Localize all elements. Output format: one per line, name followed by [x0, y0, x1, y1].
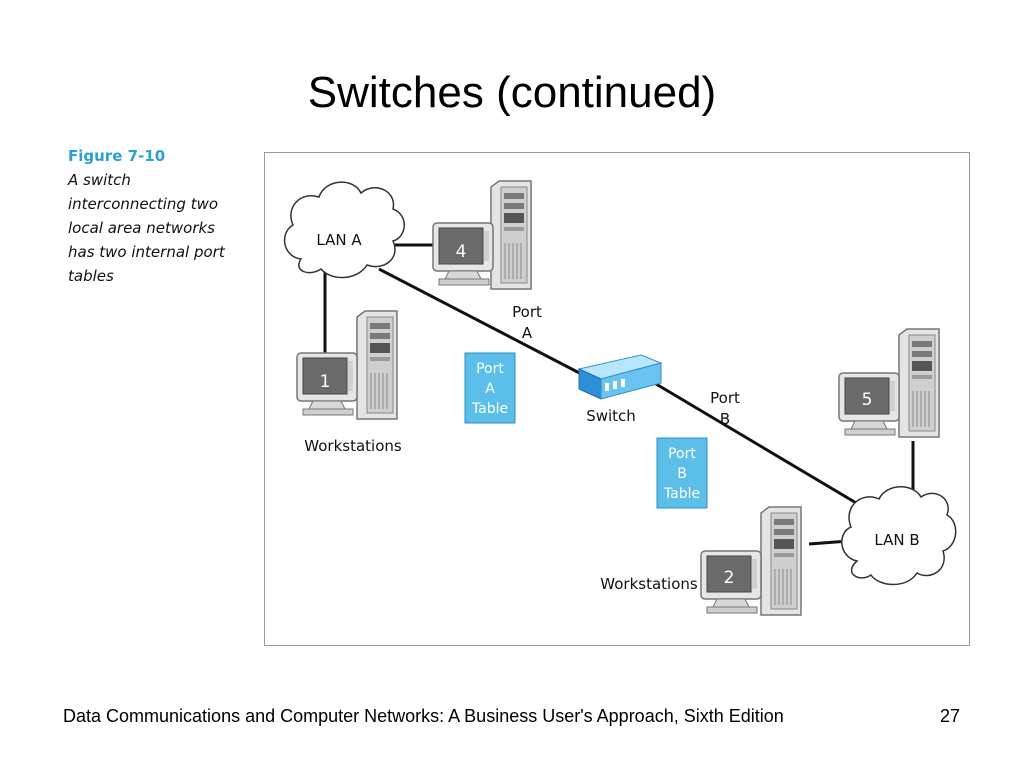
port-b-table-line: B — [677, 466, 687, 482]
port-a-table-line: A — [485, 381, 495, 397]
port-b-label-line: B — [720, 410, 730, 428]
caption-line: A switch — [68, 171, 131, 189]
figure-label: Figure 7-10 — [68, 147, 166, 165]
port-b-table-line: Table — [663, 486, 700, 502]
port-a-table-line: Table — [471, 401, 508, 417]
lan-a-cloud: LAN A — [283, 181, 405, 279]
port-b-table-line: Port — [668, 446, 696, 462]
workstations-right-label: Workstations — [600, 575, 698, 593]
slide-title: Switches (continued) — [307, 68, 717, 117]
switch-device: Switch — [577, 354, 663, 425]
port-b-table: Port B Table — [656, 437, 708, 509]
station-number-5: 5 — [862, 390, 873, 410]
port-a-label-line: Port — [512, 303, 542, 321]
station-number-2: 2 — [724, 568, 735, 588]
port-a-label-line: A — [522, 324, 533, 342]
link-lan-a-switch — [378, 267, 592, 381]
station-number-1: 1 — [320, 372, 331, 392]
network-diagram-svg: LAN A LAN B 4 1 Workstations 5 — [283, 180, 957, 616]
caption-line: interconnecting two — [68, 195, 219, 213]
network-diagram: LAN A LAN B 4 1 Workstations 5 — [264, 152, 970, 646]
station-number-4: 4 — [456, 242, 467, 262]
switch-label: Switch — [586, 407, 636, 425]
link-switch-lan-b — [650, 379, 864, 509]
workstation-2: 2 — [700, 506, 802, 616]
workstations-left-label: Workstations — [304, 437, 402, 455]
caption-line: tables — [68, 267, 114, 285]
lan-b-cloud: LAN B — [841, 486, 957, 586]
port-b-label-line: Port — [710, 389, 740, 407]
port-a-table: Port A Table — [464, 352, 516, 424]
workstation-1: 1 — [296, 310, 398, 420]
workstation-5: 5 — [838, 328, 940, 438]
caption-line: has two internal port — [68, 243, 225, 261]
page-number: 27 — [940, 706, 961, 726]
workstation-4: 4 — [432, 180, 532, 290]
lan-a-label: LAN A — [316, 231, 362, 249]
lan-b-label: LAN B — [874, 531, 919, 549]
port-a-table-line: Port — [476, 361, 504, 377]
slide-footer: Data Communications and Computer Network… — [63, 706, 784, 726]
caption-line: local area networks — [68, 219, 215, 237]
figure-caption: Figure 7-10 A switch interconnecting two… — [68, 144, 248, 288]
